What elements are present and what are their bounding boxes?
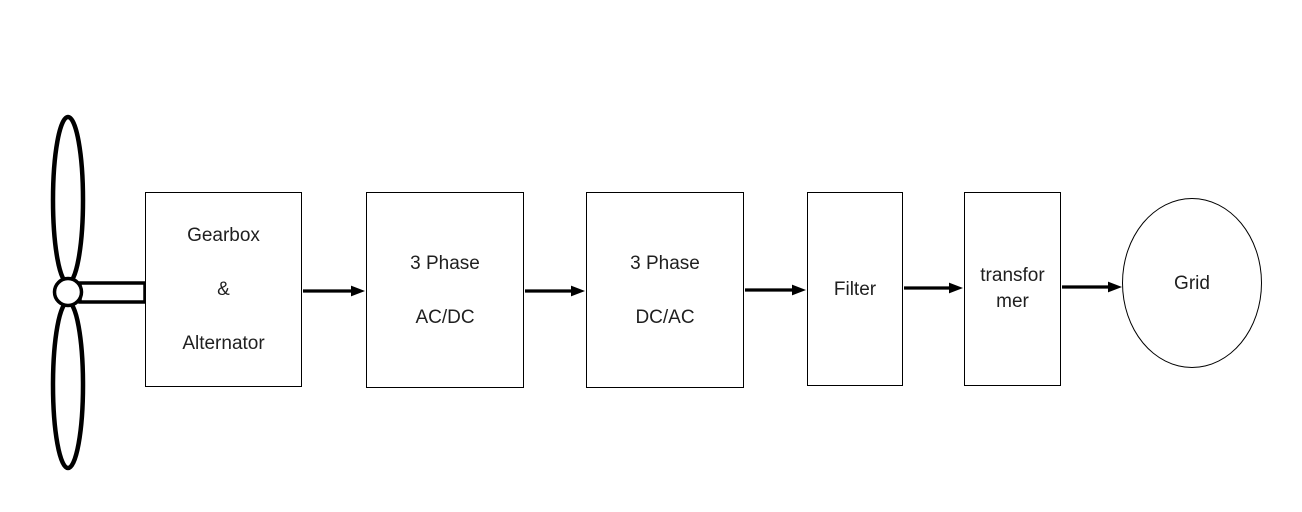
node-label-line: Filter [833, 278, 877, 300]
arrow-transformer-to-grid [1062, 281, 1122, 293]
arrow-head-icon [571, 285, 585, 297]
node-label-line: Grid [1174, 272, 1210, 294]
node-label-line: DC/AC [635, 306, 695, 328]
turbine-hub-icon [52, 276, 84, 308]
node-grid: Grid [1122, 198, 1262, 368]
node-filter: Filter [807, 192, 903, 386]
node-gearbox-alternator: Gearbox & Alternator [145, 192, 302, 387]
node-label-line: mer [996, 291, 1029, 312]
arrow-rectifier-to-inverter [525, 285, 585, 297]
arrow-head-icon [949, 282, 963, 294]
node-label-line: AC/DC [415, 306, 475, 328]
node-label-line: transfor [980, 265, 1045, 286]
arrow-head-icon [792, 284, 806, 296]
arrow-filter-to-transformer [904, 282, 963, 294]
turbine-blade-top-icon [50, 114, 86, 286]
node-3phase-ac-dc: 3 Phase AC/DC [366, 192, 524, 388]
arrow-gearbox-to-rectifier [303, 285, 365, 297]
wind-turbine-icon [50, 114, 147, 471]
node-label-line: Gearbox [187, 225, 260, 246]
node-label-line: Alternator [182, 333, 265, 354]
turbine-blade-bottom-icon [50, 299, 86, 471]
arrow-head-icon [1108, 281, 1122, 293]
node-label-line: 3 Phase [630, 252, 700, 274]
node-label-line: 3 Phase [410, 252, 480, 274]
node-transformer: transfor mer [964, 192, 1061, 386]
turbine-shaft-icon [78, 281, 147, 304]
arrow-inverter-to-filter [745, 284, 806, 296]
node-3phase-dc-ac: 3 Phase DC/AC [586, 192, 744, 388]
arrow-head-icon [351, 285, 365, 297]
node-label-line: & [217, 279, 230, 300]
